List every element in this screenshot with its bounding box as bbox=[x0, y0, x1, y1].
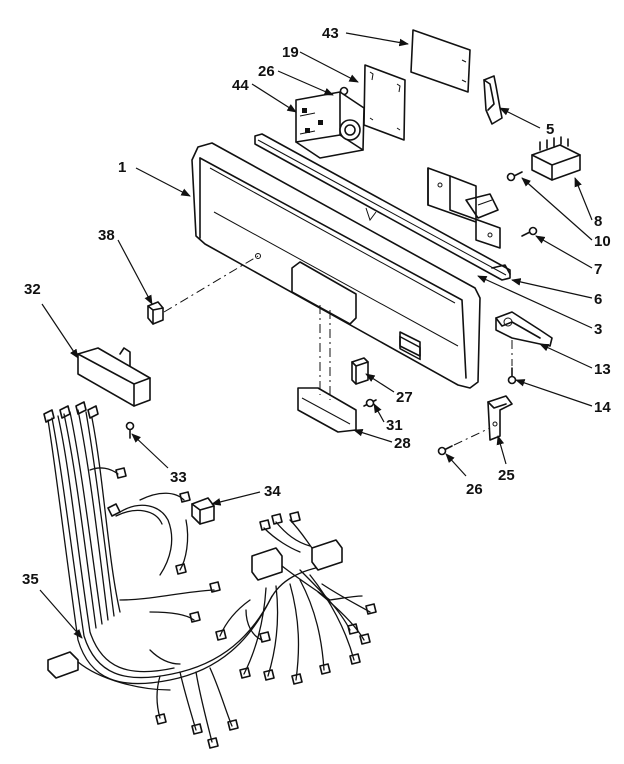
leader-8 bbox=[574, 177, 593, 221]
leader-26b bbox=[445, 453, 467, 477]
part-35-wire-harness bbox=[43, 401, 377, 749]
leader-34 bbox=[211, 491, 261, 506]
callout-25: 25 bbox=[498, 467, 515, 484]
callout-6: 6 bbox=[594, 291, 602, 308]
leader-7 bbox=[535, 235, 593, 269]
part-28-lower-trim bbox=[297, 387, 357, 433]
part-38-knob bbox=[147, 301, 164, 325]
leader-35 bbox=[39, 589, 83, 639]
callout-44: 44 bbox=[232, 77, 249, 94]
part-19-bracket-plate bbox=[363, 64, 406, 141]
callout-7: 7 bbox=[594, 261, 602, 278]
part-7-bracket bbox=[427, 167, 501, 249]
part-31-screw bbox=[363, 398, 377, 408]
leader-33 bbox=[131, 433, 169, 469]
part-7-screw bbox=[521, 226, 538, 237]
leader-32 bbox=[41, 303, 79, 359]
leader-26a bbox=[277, 70, 334, 96]
callout-34: 34 bbox=[264, 483, 281, 500]
callout-27: 27 bbox=[396, 389, 413, 406]
part-13-actuator bbox=[495, 311, 553, 347]
leader-38 bbox=[117, 239, 153, 305]
callout-3: 3 bbox=[594, 321, 602, 338]
leader-1 bbox=[135, 167, 191, 197]
part-6-cover-strip bbox=[491, 264, 511, 275]
leader-25 bbox=[496, 435, 507, 465]
leader-3 bbox=[477, 275, 593, 329]
callout-32: 32 bbox=[24, 281, 41, 298]
callout-35: 35 bbox=[22, 571, 39, 588]
part-3-rail-strip bbox=[254, 133, 511, 281]
callout-28: 28 bbox=[394, 435, 411, 452]
leader-44 bbox=[251, 83, 297, 113]
leader-19 bbox=[299, 51, 359, 83]
part-1-control-panel bbox=[191, 142, 481, 389]
part-25-bracket bbox=[487, 395, 513, 441]
callout-38: 38 bbox=[98, 227, 115, 244]
callout-33: 33 bbox=[170, 469, 187, 486]
callout-31: 31 bbox=[386, 417, 403, 434]
leader-43 bbox=[345, 32, 409, 47]
leader-6 bbox=[511, 278, 593, 299]
leader-14 bbox=[515, 379, 593, 407]
callout-26-top: 26 bbox=[258, 63, 275, 80]
part-26-screw-bottom bbox=[437, 445, 453, 456]
part-44-switch-module bbox=[295, 91, 365, 159]
leader-10 bbox=[521, 177, 593, 241]
leader-28 bbox=[353, 428, 393, 443]
callout-19: 19 bbox=[282, 44, 299, 61]
part-32-wire-housing bbox=[77, 347, 151, 407]
callout-10: 10 bbox=[594, 233, 611, 250]
part-34-clip bbox=[191, 497, 215, 525]
callout-14: 14 bbox=[594, 399, 611, 416]
callout-5: 5 bbox=[546, 121, 554, 138]
part-33-screw bbox=[125, 421, 135, 439]
leader-27 bbox=[365, 373, 395, 393]
callout-26-bottom: 26 bbox=[466, 481, 483, 498]
leader-5 bbox=[499, 107, 541, 129]
part-27-clip bbox=[351, 357, 369, 385]
callout-labels: 43 19 26 44 5 1 8 10 38 7 32 6 3 13 27 1… bbox=[22, 25, 611, 588]
part-5-clip bbox=[483, 75, 503, 125]
part-14-screw bbox=[507, 367, 517, 385]
callout-43: 43 bbox=[322, 25, 339, 42]
callout-8: 8 bbox=[594, 213, 602, 230]
screw-26-alignment-line bbox=[453, 427, 491, 446]
part-8-connector-block bbox=[531, 136, 581, 181]
callout-13: 13 bbox=[594, 361, 611, 378]
leader-31 bbox=[373, 403, 385, 423]
part-10-screw bbox=[506, 171, 523, 182]
leader-lines bbox=[39, 32, 593, 639]
part-43-plate bbox=[410, 29, 471, 93]
callout-1: 1 bbox=[118, 159, 126, 176]
leader-13 bbox=[539, 343, 593, 369]
